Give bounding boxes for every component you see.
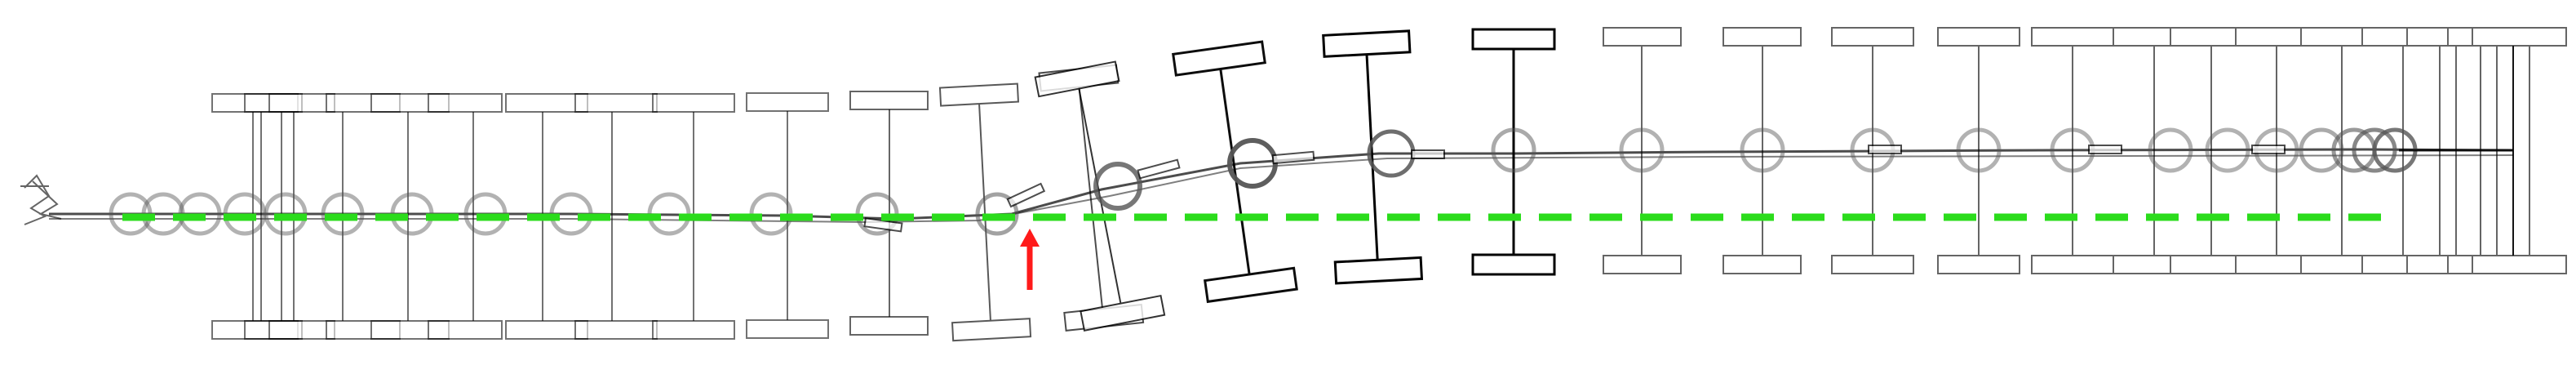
right-end-block [2399, 46, 2514, 256]
link-bars [863, 145, 2286, 233]
left-middle-frames [746, 28, 1556, 342]
right-frame-stack [1603, 27, 2567, 274]
left-tail-detail [20, 174, 62, 225]
left-frame-stack [211, 93, 735, 340]
red-arrow-marker [1020, 229, 1040, 290]
